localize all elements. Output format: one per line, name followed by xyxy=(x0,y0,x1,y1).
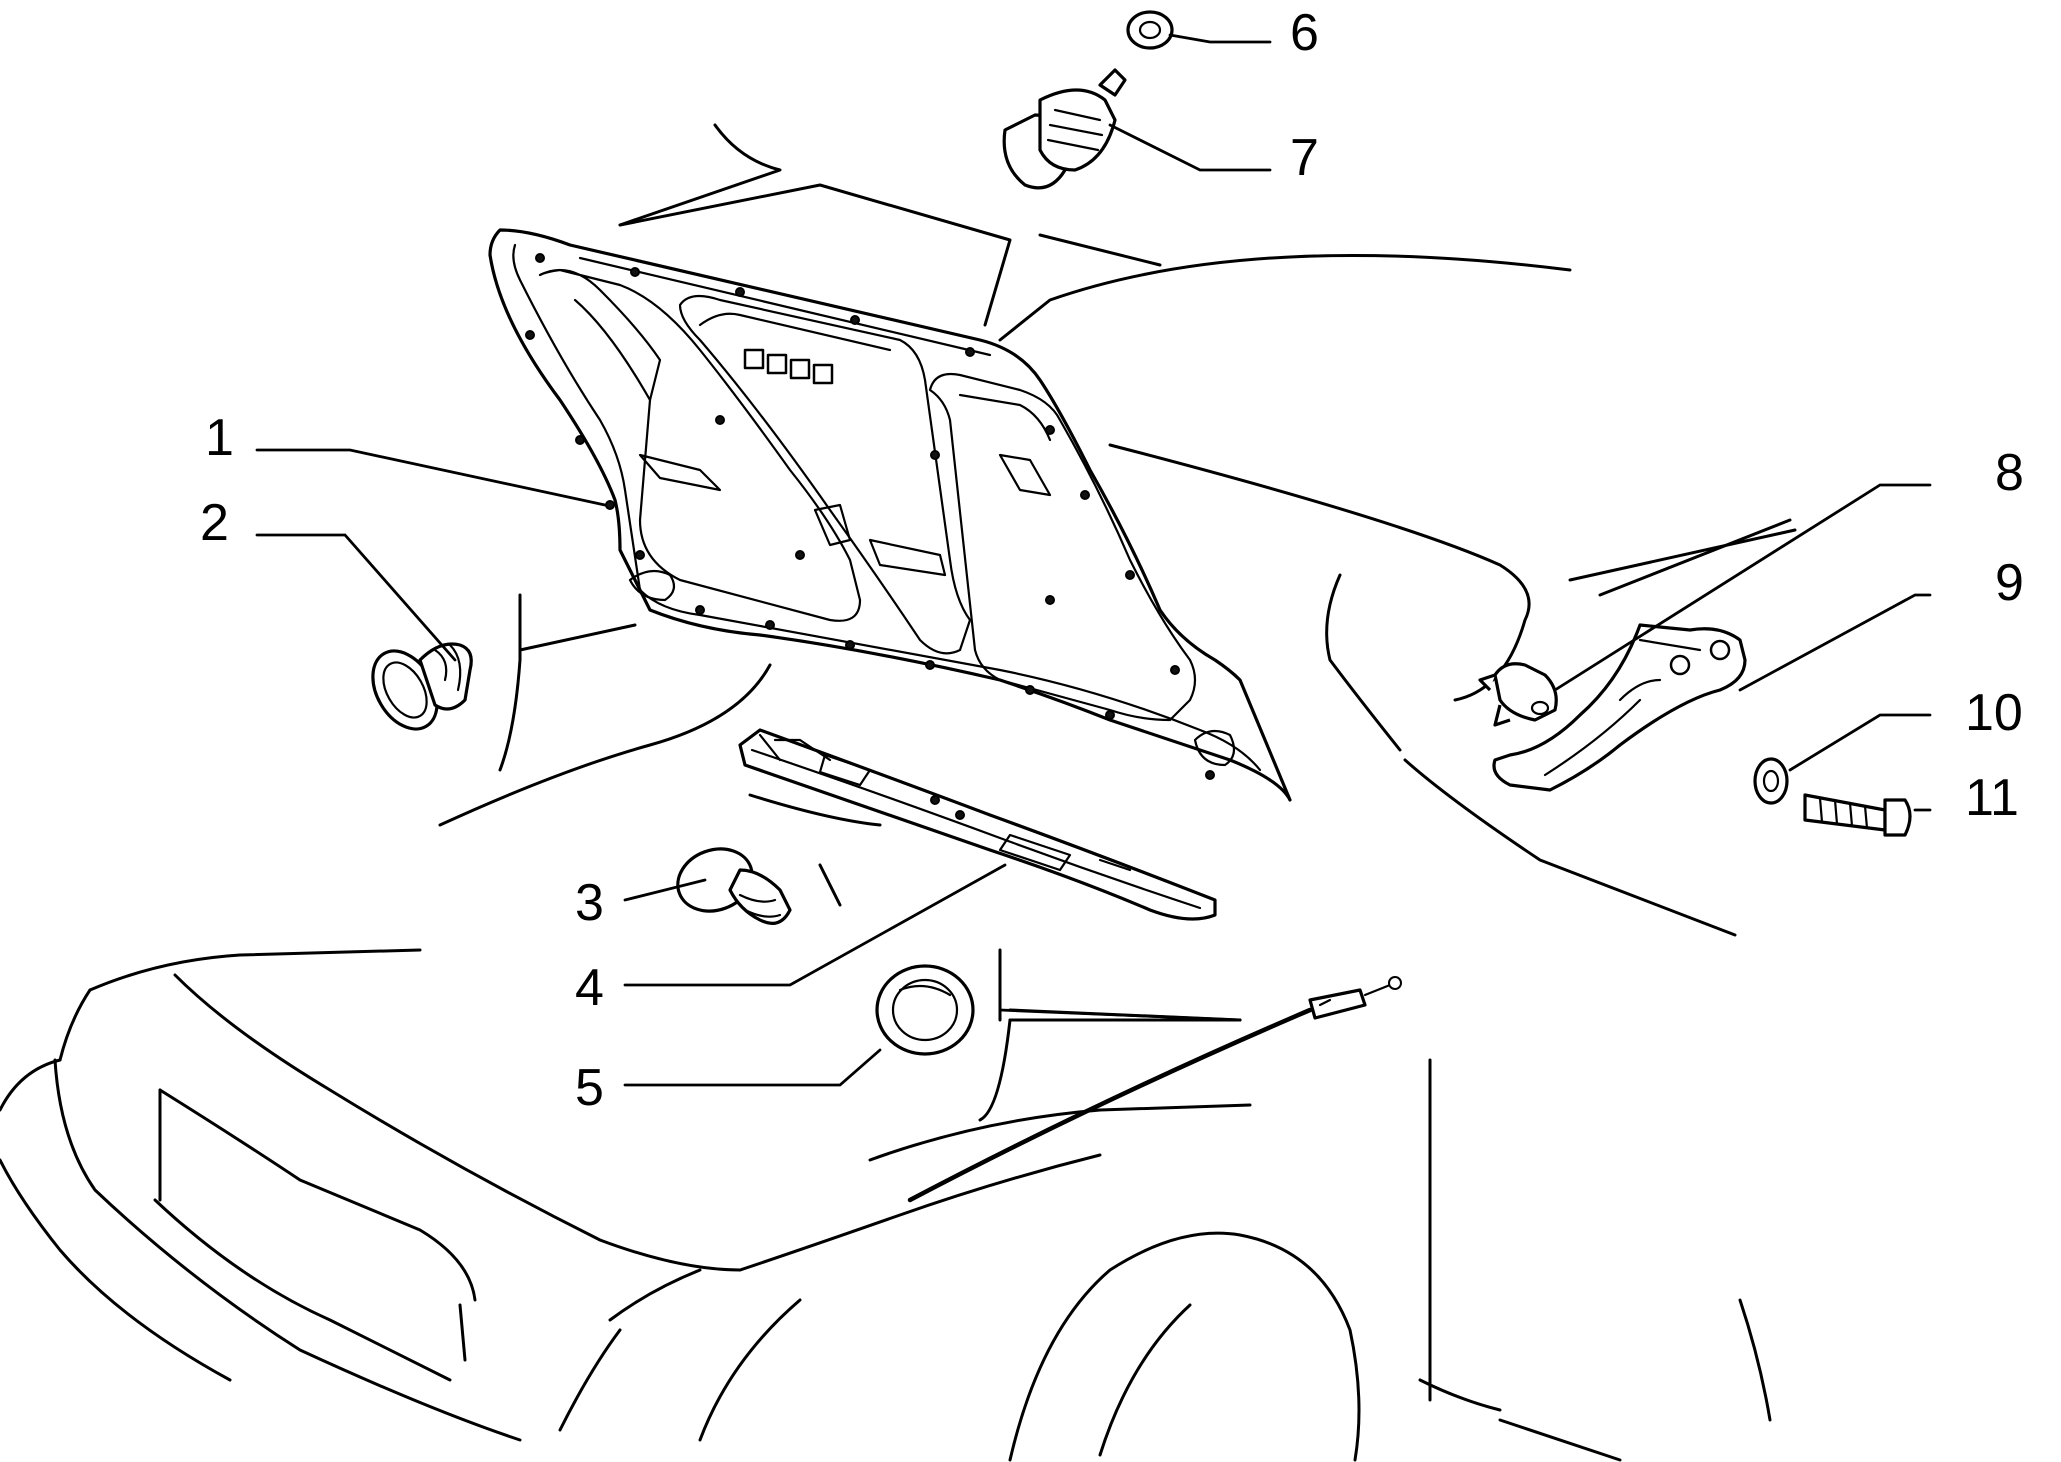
hood-panel xyxy=(488,228,1292,802)
leader-lines xyxy=(255,33,1932,1087)
callout-2: 2 xyxy=(200,494,229,552)
nut-6 xyxy=(1126,10,1174,50)
callout-3: 3 xyxy=(575,874,604,932)
bolt-11 xyxy=(1803,793,1912,837)
callout-1: 1 xyxy=(205,409,234,467)
latch-bracket-9 xyxy=(1492,623,1747,792)
callout-5: 5 xyxy=(575,1059,604,1117)
callout-9: 9 xyxy=(1995,554,2024,612)
washer-10 xyxy=(1753,757,1789,805)
buffer-7 xyxy=(1002,68,1127,190)
callout-numbers: 1 2 3 4 5 6 7 8 9 10 11 xyxy=(200,4,2024,1117)
callout-10: 10 xyxy=(1965,684,2023,742)
callout-7: 7 xyxy=(1290,129,1319,187)
push-clip-2 xyxy=(371,642,473,731)
callout-4: 4 xyxy=(575,959,604,1017)
grommet-5 xyxy=(875,964,975,1056)
push-clip-3 xyxy=(676,847,792,925)
callout-8: 8 xyxy=(1995,444,2024,502)
callout-6: 6 xyxy=(1290,4,1319,62)
callout-11: 11 xyxy=(1965,769,2019,827)
release-cable xyxy=(907,976,1402,1203)
clip-8 xyxy=(1478,662,1558,727)
hood-seal-strip xyxy=(738,728,1217,921)
